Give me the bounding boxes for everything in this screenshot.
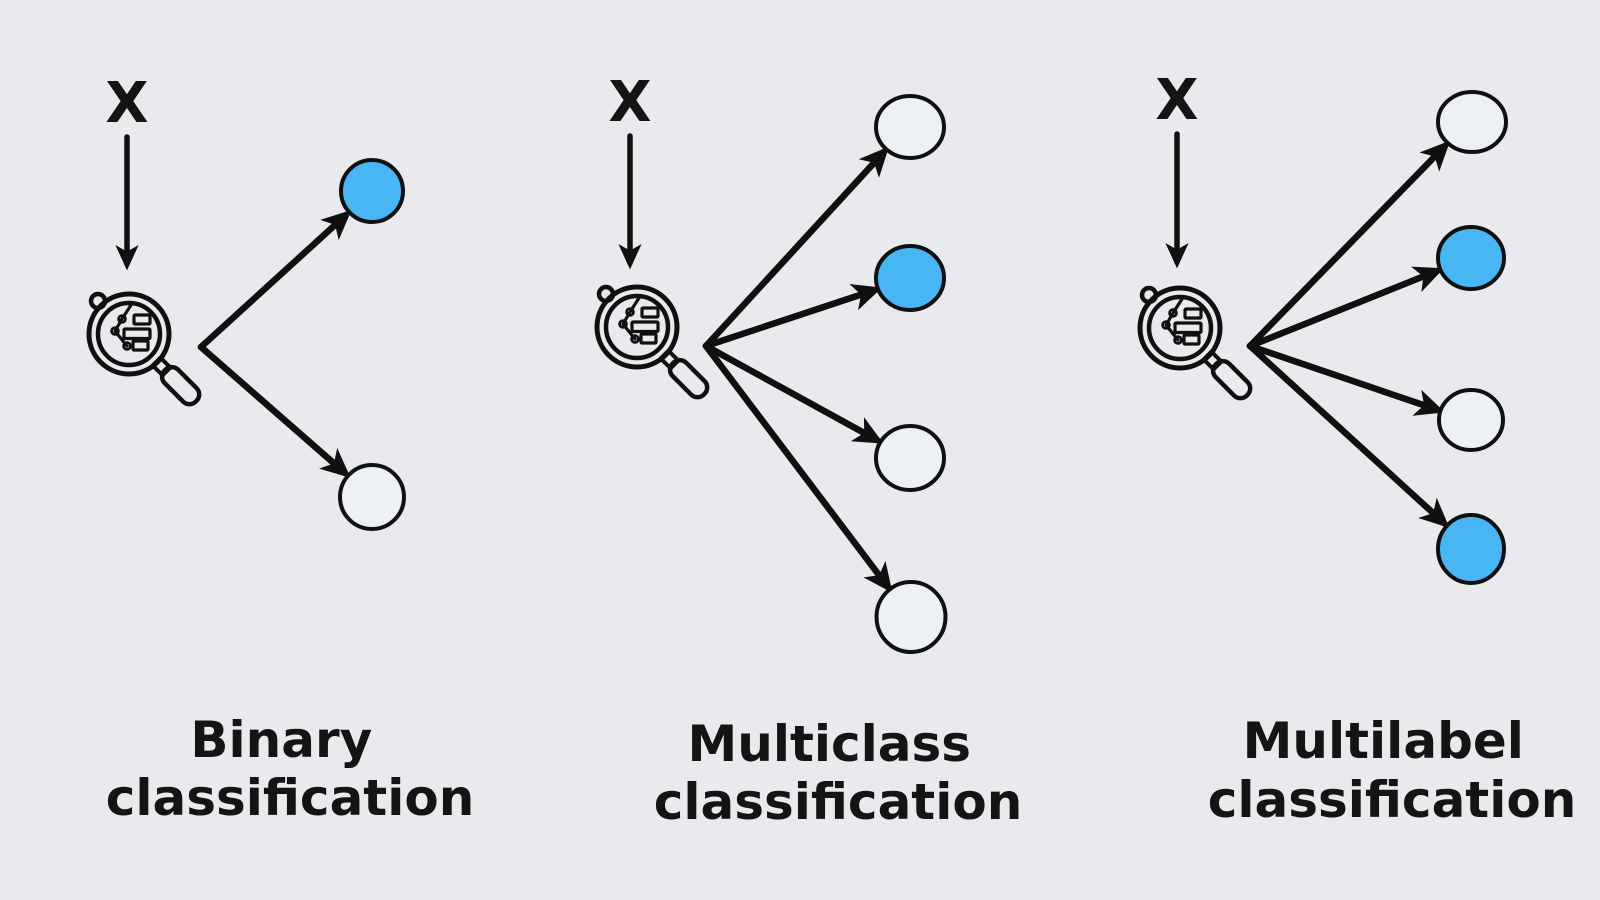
class-node bbox=[1436, 513, 1506, 585]
branch-arrow bbox=[702, 283, 883, 350]
class-node bbox=[1436, 90, 1508, 154]
branch-arrow bbox=[197, 209, 352, 351]
panel-caption: Multiclass classification bbox=[654, 715, 1023, 831]
panel-multilabel-classification: X Multilabel classification bbox=[1140, 68, 1576, 829]
class-node bbox=[338, 463, 406, 531]
branch-arrow bbox=[197, 343, 351, 478]
branch-arrow bbox=[702, 146, 890, 350]
branch-arrow bbox=[1246, 266, 1444, 350]
branch-arrow bbox=[1246, 342, 1446, 416]
input-label: X bbox=[105, 71, 148, 136]
class-node bbox=[1437, 388, 1505, 452]
class-node bbox=[874, 580, 948, 654]
panel-multiclass-classification: X Multiclass classification bbox=[597, 70, 1022, 831]
branch-arrow bbox=[1246, 140, 1451, 350]
class-node bbox=[874, 424, 946, 492]
input-label: X bbox=[1155, 68, 1198, 133]
panel-caption: Multilabel classification bbox=[1208, 712, 1577, 829]
branch-arrow bbox=[1246, 342, 1450, 529]
class-node bbox=[874, 94, 946, 160]
class-node bbox=[1436, 225, 1506, 291]
branch-arrow bbox=[702, 342, 884, 444]
class-node bbox=[874, 244, 946, 312]
panel-binary-classification: X Binary classification bbox=[89, 71, 474, 827]
input-label: X bbox=[608, 70, 651, 135]
class-node bbox=[339, 158, 405, 224]
branch-arrow bbox=[702, 342, 893, 593]
panel-caption: Binary classification bbox=[106, 711, 475, 827]
